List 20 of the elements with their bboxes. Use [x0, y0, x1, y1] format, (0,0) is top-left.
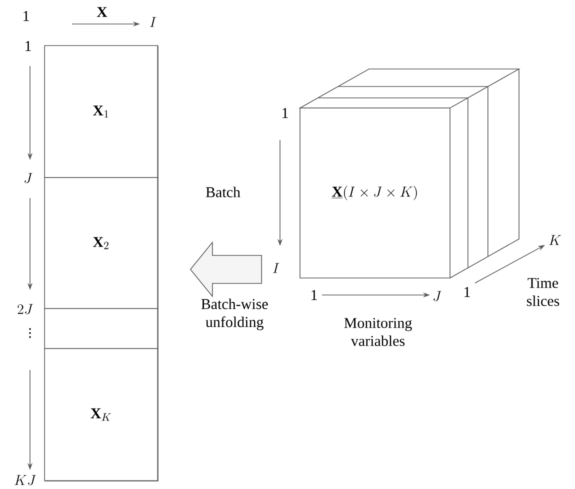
block-arrow	[190, 241, 262, 298]
ellipsis-mark: $\vdots$	[29, 328, 31, 338]
axis-label: $K$	[549, 235, 562, 245]
axis-label: $J$	[434, 291, 442, 302]
matrix-block: $\mathbf{X}_{1}$	[44, 45, 158, 178]
matrix-block	[44, 308, 158, 349]
axis-label: 1	[464, 287, 470, 297]
axis-label: $2J$	[18, 304, 33, 314]
axis-label: $I$	[150, 17, 156, 27]
callout-number: 1	[24, 11, 29, 21]
axis-label: $I$	[272, 263, 280, 273]
edge-label: Batch-wise unfolding	[201, 298, 268, 330]
axis-label: 1	[26, 41, 31, 51]
axis-label: $KJ$	[14, 475, 36, 486]
axis-label: Time slices	[526, 278, 560, 306]
axis-label: $J$	[24, 173, 32, 184]
cube-front-face: $\underline{\mathbf{X}}(I\times J\times K)$	[300, 108, 450, 278]
axis-label: Batch	[206, 186, 240, 198]
axis-label: Monitoring variables	[344, 318, 412, 346]
axis-label: $\mathbf{X}$	[96, 7, 108, 17]
